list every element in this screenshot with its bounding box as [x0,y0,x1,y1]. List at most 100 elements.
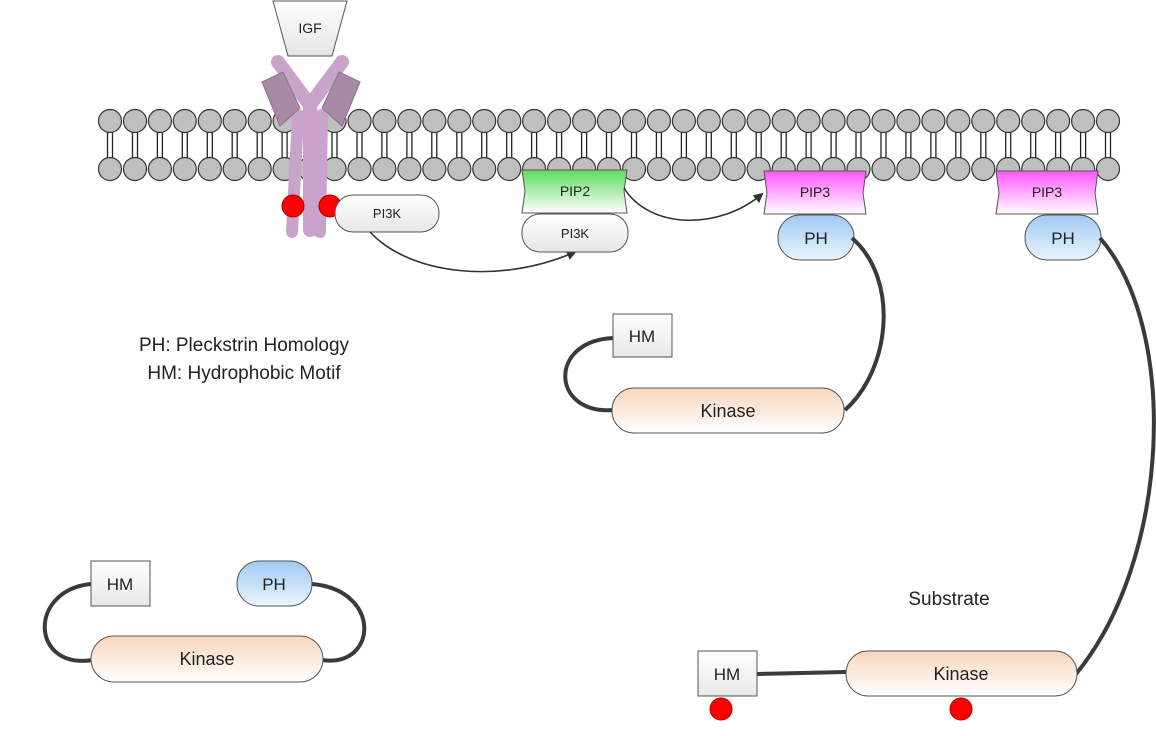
lipid-head-outer [422,108,447,134]
lipid-head-outer [921,108,946,134]
legend-line-ph: PH: Pleckstrin Homology [139,335,350,356]
lipid-head-outer [1070,108,1096,134]
lipid-head-outer [521,108,547,134]
lipid-head-inner [397,156,422,182]
linker-ph-a-to-kinase-mid [843,236,886,412]
ph-label-a: PH [804,229,828,248]
lipid-head-inner [721,156,746,182]
legend-line-hm: HM: Hydrophobic Motif [147,363,341,384]
lipid-head-inner [646,156,672,182]
pi3k-receptor-label: PI3K [373,206,402,221]
lipid-head-inner [696,156,721,182]
lipid-head-outer [372,108,397,134]
lipid-head-inner [621,156,647,182]
lipid-head-outer [821,108,846,134]
lipid-head-outer [497,108,522,134]
lipid-head-outer [721,108,746,134]
hm-label-free: HM [107,575,133,594]
pip3-box-b: PIP3 [995,170,1099,215]
lipid-head-outer [596,108,622,134]
lipid-head-inner [147,156,172,182]
lipid-head-outer [172,108,197,134]
lipid-head-inner [497,156,522,182]
lipid-head-outer [646,108,672,134]
lipid-head-inner [896,156,921,182]
pip3-box-a: PIP3 [763,170,867,215]
kinase-label-sub: Kinase [933,664,988,684]
lipid-head-outer [696,108,721,134]
pip2-box: PIP2 [521,169,628,214]
lipid-head-outer [397,108,422,134]
receptor-phosphate-left [281,194,305,218]
hm-box-mid: HM [612,313,673,358]
hm-phosphate [709,697,733,721]
lipid-head-outer [97,108,123,134]
pi3k-pip2-box: PI3K [521,213,629,253]
ph-label-free: PH [262,575,286,594]
hm-box-sub: HM [697,650,758,697]
linker-hm-sub-to-kinase-sub [756,670,847,676]
pi3k-pip2-label: PI3K [561,226,590,241]
lipid-head-outer [472,108,497,134]
linker-hm-mid-to-kinase-mid [563,336,615,413]
lipid-head-inner [447,156,472,182]
lipid-head-outer [546,108,572,134]
kinase-label-mid: Kinase [700,401,755,421]
linker-ph-b-to-kinase-sub [1074,236,1156,676]
lipid-head-outer [122,108,148,134]
lipid-head-outer [946,108,971,134]
kinase-box-free: Kinase [90,635,324,683]
lipid-head-inner [247,156,272,182]
lipid-head-inner [921,156,946,182]
pip3-label-a: PIP3 [800,184,831,200]
lipid-head-outer [197,108,222,134]
lipid-head-outer [996,108,1021,134]
linker-ph-free-to-kinase-free [311,582,367,663]
kinase-phosphate [949,697,973,721]
lipid-head-inner [372,156,397,182]
pip3-label-b: PIP3 [1032,184,1063,200]
lipid-head-inner [347,156,372,182]
lipid-head-outer [846,108,871,134]
lipid-head-inner [871,156,896,182]
arrow-pi3k-to-pip2 [369,231,577,273]
ph-domain-free: PH [236,560,313,607]
igf-receptor [261,55,361,238]
lipid-head-outer [1095,108,1121,134]
lipid-head-outer [447,108,472,134]
igf-ligand: IGF [272,0,348,57]
lipid-head-inner [422,156,447,182]
lipid-head-outer [1021,108,1046,134]
lipid-head-inner [971,156,996,182]
lipid-head-outer [347,108,372,134]
hm-label-sub: HM [714,665,740,684]
lipid-head-outer [222,108,247,134]
arrow-pip2-to-pip3 [623,187,764,222]
linker-hm-free-to-kinase-free [42,582,94,663]
lipid-head-inner [122,156,148,182]
lipid-head-inner [97,156,123,182]
hm-box-free: HM [90,560,151,607]
igf-label: IGF [298,20,321,36]
lipid-head-outer [771,108,796,134]
substrate-label: Substrate [908,589,989,610]
kinase-box-mid: Kinase [611,387,845,434]
lipid-head-outer [871,108,896,134]
lipid-head-outer [746,108,771,134]
ph-domain-a: PH [777,214,855,261]
lipid-head-outer [1045,108,1071,134]
lipid-head-inner [172,156,197,182]
lipid-head-outer [971,108,996,134]
lipid-head-inner [472,156,497,182]
lipid-head-outer [571,108,597,134]
pip2-label: PIP2 [560,183,591,199]
kinase-box-sub: Kinase [845,650,1078,697]
lipid-head-inner [197,156,222,182]
lipid-head-outer [621,108,647,134]
pi3k-receptor-box: PI3K [334,194,440,233]
lipid-head-outer [896,108,921,134]
ph-label-b: PH [1051,229,1075,248]
lipid-head-outer [247,108,272,134]
lipid-head-outer [671,108,697,134]
